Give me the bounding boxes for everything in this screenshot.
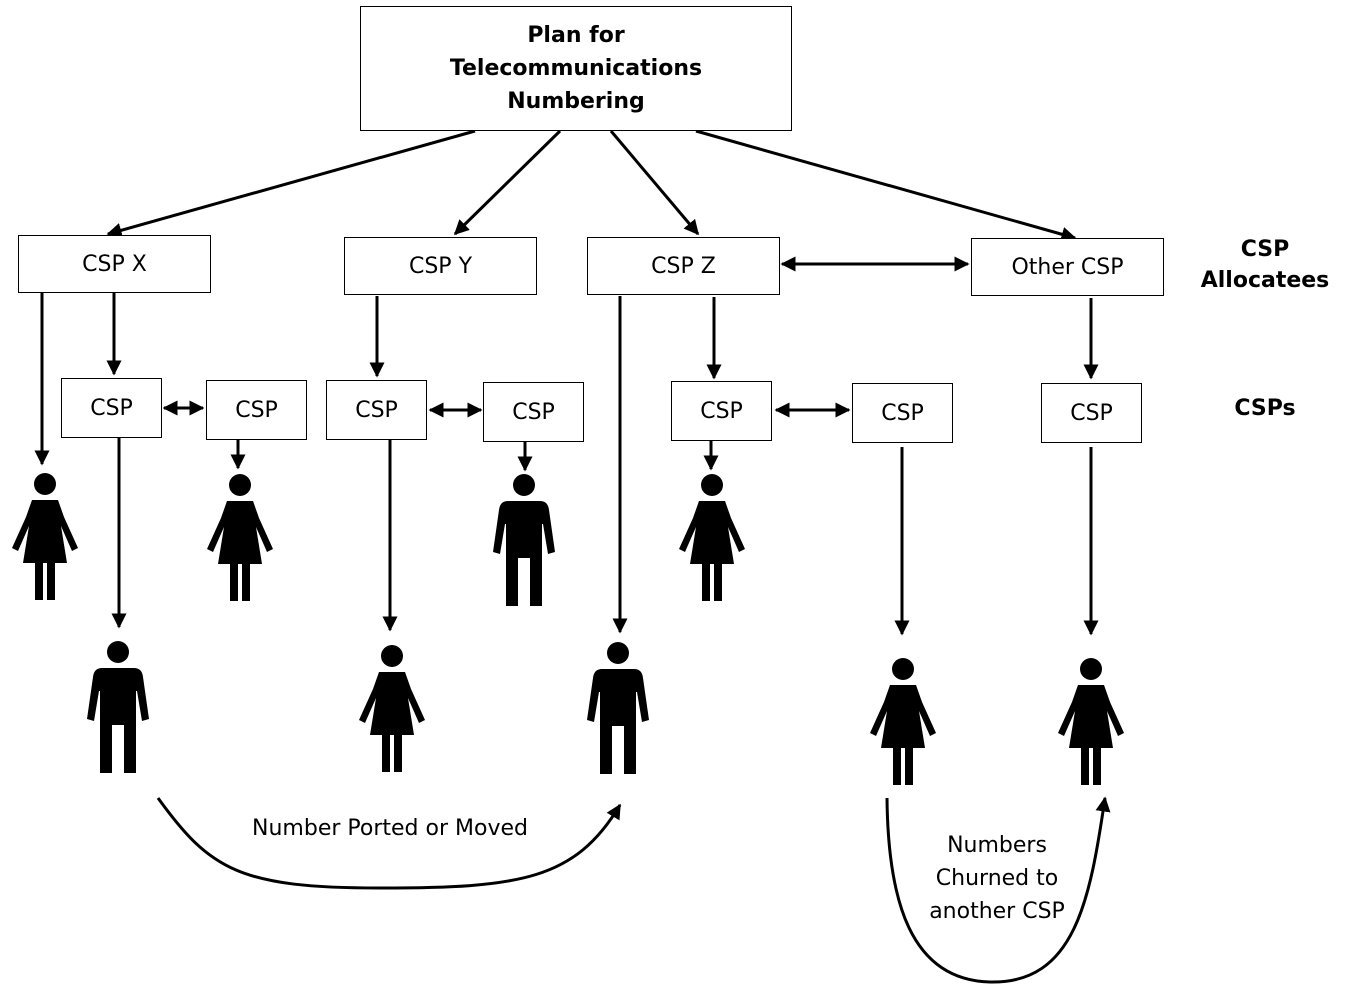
- annotation-churned-line-1: Numbers: [947, 833, 1047, 858]
- csp-box-2: CSP: [206, 380, 307, 440]
- arrow-top-to-other-csp: [695, 129, 1077, 242]
- csp-box-5: CSP: [671, 381, 772, 441]
- plan-title-line-3: Numbering: [507, 89, 645, 114]
- curve-numbers-churned: [885, 796, 1111, 984]
- allocatee-label: Other CSP: [1011, 254, 1124, 280]
- arrow-top-to-csp-x: [106, 129, 476, 238]
- csp-box-4: CSP: [483, 382, 584, 442]
- csp-label: CSP: [235, 397, 278, 423]
- plan-box: Plan for Telecommunications Numbering: [360, 6, 792, 131]
- csp-label: CSP: [700, 398, 743, 424]
- arrow-top-to-csp-z: [609, 130, 700, 236]
- side-label-allocatees: CSP Allocatees: [1185, 234, 1345, 296]
- side-label-csps-text: CSPs: [1234, 396, 1296, 421]
- csp-label: CSP: [1070, 400, 1113, 426]
- csp-box-3: CSP: [326, 380, 427, 440]
- annotation-number-ported: Number Ported or Moved: [220, 816, 560, 841]
- allocatee-label: CSP Z: [651, 253, 716, 279]
- plan-title-line-2: Telecommunications: [449, 56, 703, 81]
- csp-label: CSP: [355, 397, 398, 423]
- annotation-numbers-churned: Numbers Churned to another CSP: [904, 829, 1090, 928]
- side-label-allocatees-line-2: Allocatees: [1200, 268, 1330, 293]
- csp-box-1: CSP: [61, 378, 162, 438]
- csp-label: CSP: [90, 395, 133, 421]
- annotation-churned-line-2: Churned to: [935, 866, 1059, 891]
- allocatee-box-csp-y: CSP Y: [344, 237, 537, 295]
- side-label-allocatees-line-1: CSP: [1240, 237, 1290, 262]
- curve-number-ported: [156, 797, 622, 890]
- csp-label: CSP: [512, 399, 555, 425]
- csp-box-7: CSP: [1041, 383, 1142, 443]
- allocatee-box-other-csp: Other CSP: [971, 238, 1164, 296]
- csp-label: CSP: [881, 400, 924, 426]
- allocatee-box-csp-x: CSP X: [18, 235, 211, 293]
- side-label-csps: CSPs: [1185, 396, 1345, 421]
- plan-title-line-1: Plan for: [527, 23, 625, 48]
- arrow-top-to-csp-y: [453, 129, 562, 236]
- csp-box-6: CSP: [852, 383, 953, 443]
- allocatee-label: CSP Y: [408, 253, 473, 279]
- annotation-churned-line-3: another CSP: [929, 899, 1065, 924]
- allocatee-box-csp-z: CSP Z: [587, 237, 780, 295]
- allocatee-label: CSP X: [82, 251, 147, 277]
- annotation-number-ported-text: Number Ported or Moved: [252, 816, 528, 841]
